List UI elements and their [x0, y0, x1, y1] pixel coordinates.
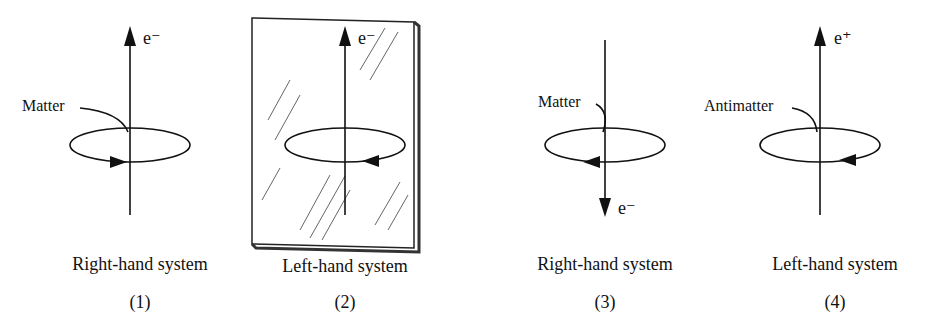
figure-number: (4) [825, 292, 846, 312]
material-label: Antimatter [704, 96, 773, 116]
system-caption: Right-hand system [72, 254, 208, 274]
particle-label: e⁻ [143, 28, 161, 48]
mirror [252, 18, 414, 248]
figure-number: (3) [595, 292, 616, 312]
particle-label: e⁺ [834, 28, 852, 48]
system-caption: Left-hand system [282, 256, 407, 276]
figure-number: (2) [335, 292, 356, 312]
system-caption: Left-hand system [772, 254, 897, 274]
figure-number: (1) [130, 292, 151, 312]
particle-label: e⁻ [618, 198, 636, 218]
material-label: Matter [538, 92, 581, 112]
particle-label: e⁻ [358, 28, 376, 48]
material-label: Matter [22, 96, 65, 116]
system-caption: Right-hand system [537, 254, 673, 274]
